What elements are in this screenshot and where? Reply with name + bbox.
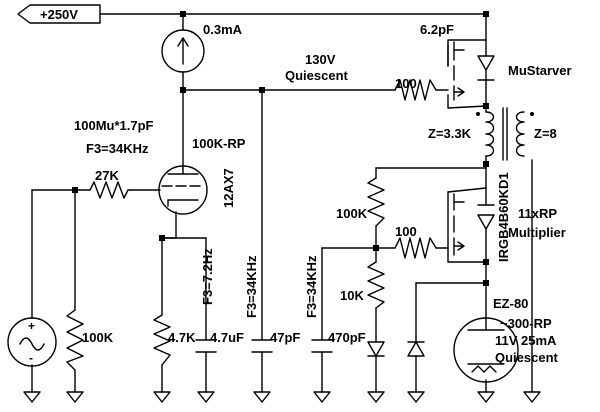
capacitor-470p: [311, 339, 333, 353]
triode-12ax7: [158, 165, 208, 215]
junction: [483, 161, 489, 167]
capacitor-47p: [251, 339, 273, 353]
quiescent-voltage-label: 130V: [305, 52, 336, 67]
resistor-27k: [89, 181, 133, 199]
svg-text:-: -: [29, 351, 33, 365]
current-source-label: 0.3mA: [203, 22, 243, 37]
r-100k-right-label: 100K: [336, 206, 368, 221]
rp-label: 100K-RP: [192, 136, 246, 151]
junction: [159, 235, 165, 241]
f3-7hz-label: F3=7.2Hz: [200, 248, 215, 305]
ground-symbol: [23, 391, 41, 403]
diode-divider: [367, 321, 385, 357]
junction: [483, 11, 489, 17]
igbt-multiplier: [447, 191, 495, 256]
current-source: 0.3mA: [161, 22, 243, 73]
ground-symbol: [367, 391, 385, 403]
resistor-10k: [367, 261, 385, 309]
z-secondary-label: Z=8: [534, 126, 557, 141]
tube-label: 12AX7: [221, 168, 236, 208]
junction: [483, 280, 489, 286]
output-transformer: [476, 107, 534, 161]
z-primary-label: Z=3.3K: [428, 126, 472, 141]
f3-34k-a-label: F3=34KHz: [244, 255, 259, 318]
r-10k-label: 10K: [340, 288, 364, 303]
resistor-100k-right: [367, 177, 385, 227]
c-47p-label: 47pF: [270, 330, 300, 345]
ground-symbol: [407, 391, 425, 403]
ground-symbol: [523, 391, 541, 403]
ground-symbol: [477, 391, 495, 403]
igbt-mustarver: [447, 41, 495, 101]
f3-34k-b-label: F3=34KHz: [304, 255, 319, 318]
junction: [259, 87, 265, 93]
junction: [180, 87, 186, 93]
capacitor-4u7: [195, 339, 217, 353]
diode-ez80: [407, 329, 425, 357]
mu-info-label: 100Mu*1.7pF: [74, 118, 154, 133]
junction: [483, 103, 489, 109]
junction: [180, 11, 186, 17]
junction: [72, 187, 78, 193]
r-100-mid-label: 100: [395, 224, 417, 239]
ez80-cond-label: 11V 25mA: [495, 333, 557, 348]
c-4u7-label: 4.7uF: [210, 330, 244, 345]
f3-top-label: F3=34KHz: [86, 141, 149, 156]
ground-symbol: [66, 391, 84, 403]
grounds: [23, 159, 541, 403]
ez80-label: EZ-80: [493, 296, 528, 311]
r-4k7-label: 4.7K: [168, 330, 196, 345]
igbt-label: IRGB4B60KD1: [496, 172, 511, 262]
c-470p-label: 470pF: [328, 330, 366, 345]
svg-text:+: +: [28, 319, 35, 333]
ac-source: + -: [7, 317, 57, 367]
ez80-quiescent-label: Quiescent: [495, 350, 559, 365]
supply-label: +250V: [40, 7, 78, 22]
ground-symbol: [253, 391, 271, 403]
resistor-100k-in: [66, 309, 84, 371]
supply-tag: +250V: [17, 4, 101, 24]
mustarver-label: MuStarver: [508, 63, 572, 78]
r-27k-label: 27K: [95, 168, 119, 183]
ground-symbol: [197, 391, 215, 403]
junction: [483, 259, 489, 265]
cap-6p2-label: 6.2pF: [420, 22, 454, 37]
wires: [31, 13, 487, 393]
ez80-tube: [453, 317, 519, 383]
junctions: [72, 11, 489, 286]
multiplier-label: Multiplier: [508, 225, 566, 240]
quiescent-label: Quiescent: [285, 68, 349, 83]
ground-symbol: [313, 391, 331, 403]
ground-symbol: [153, 391, 171, 403]
resistor-100-top: [394, 79, 437, 101]
xrp-label: 11xRP: [518, 206, 557, 221]
resistor-100-mid: [394, 237, 437, 259]
ez80-rp-label: ~300-RP: [500, 316, 552, 331]
junction: [373, 245, 379, 251]
r-100k-in-label: 100K: [82, 330, 114, 345]
resistor-4k7: [153, 314, 171, 366]
